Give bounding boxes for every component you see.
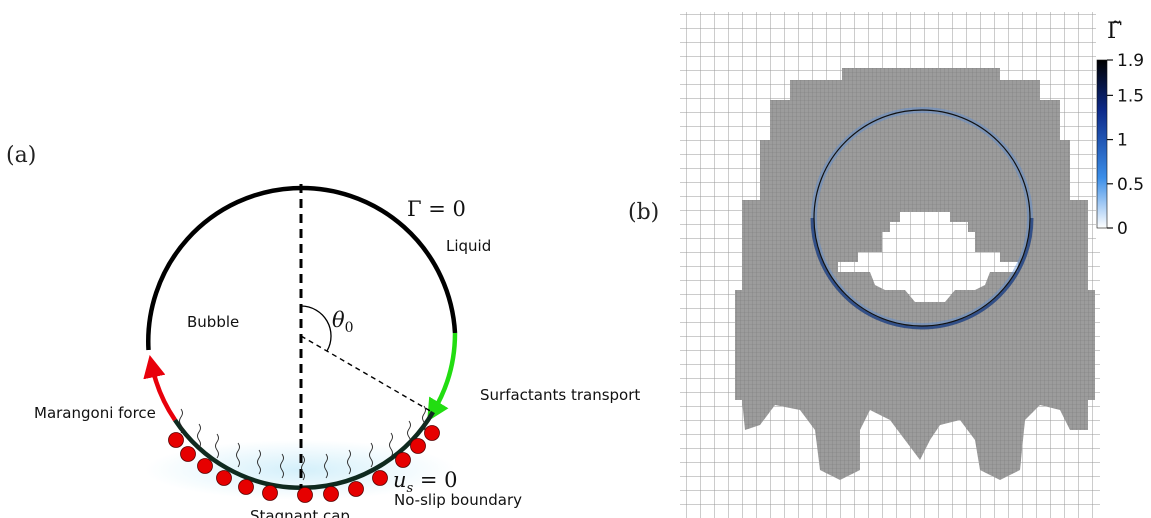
coarse-hole-inside xyxy=(838,212,1018,302)
bubble-interface xyxy=(813,109,1031,327)
theta-radius-dashed xyxy=(300,335,433,413)
colorbar-tick-label: 1.9 xyxy=(1117,51,1144,71)
panel-a: (a) xyxy=(6,143,640,518)
interface-shading-bottom xyxy=(810,217,1034,330)
marangoni-arc xyxy=(143,354,177,422)
no-slip-boundary-label: No-slip boundary xyxy=(394,491,522,509)
colorbar-tick-label: 0 xyxy=(1117,219,1128,239)
surfactant-heads xyxy=(168,425,440,503)
colorbar-tick-label: 0.5 xyxy=(1117,175,1144,195)
liquid-label: Liquid xyxy=(446,237,491,255)
marangoni-force-label: Marangoni force xyxy=(34,404,156,422)
stagnant-cap-label: Stagnant cap xyxy=(250,507,350,518)
panel-b: (b) Γ̃ 1.9 1.5 1 0.5 0 xyxy=(628,10,1151,518)
colorbar-tick-label: 1 xyxy=(1117,131,1128,151)
theta-angle-arc xyxy=(300,305,332,352)
colorbar-title: Γ̃ xyxy=(1107,19,1122,44)
colorbar-gradient xyxy=(1096,59,1108,229)
surfactant-tails xyxy=(179,405,426,481)
bubble-label: Bubble xyxy=(187,313,239,331)
panel-a-label: (a) xyxy=(6,143,36,168)
colorbar-ticks: 1.9 1.5 1 0.5 0 xyxy=(1107,51,1144,239)
surfactants-transport-label: Surfactants transport xyxy=(480,386,640,404)
bubble-outline xyxy=(146,185,458,351)
panel-b-label: (b) xyxy=(628,200,659,225)
transport-arc xyxy=(427,332,458,422)
us-zero-label: us = 0 xyxy=(393,468,458,496)
colorbar-tick-label: 1.5 xyxy=(1117,86,1144,106)
theta0-label: θ0 xyxy=(332,308,354,336)
colorbar: Γ̃ 1.9 1.5 1 0.5 0 xyxy=(1096,10,1151,242)
gamma-zero-label: Γ = 0 xyxy=(407,197,466,221)
